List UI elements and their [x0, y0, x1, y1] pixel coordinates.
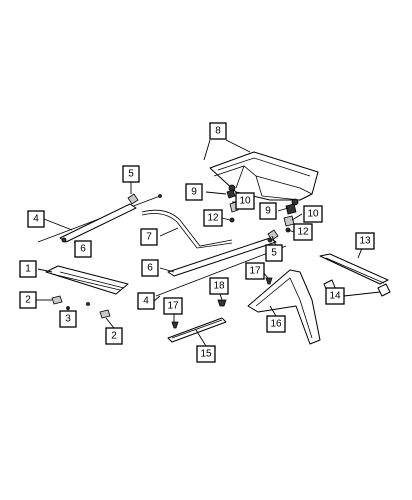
part-5-clip-upper [127, 193, 139, 205]
callout-4-lower-label: 4 [143, 296, 149, 307]
part-9-10-hardware-right [283, 203, 297, 233]
callout-3: 3 [59, 310, 77, 328]
callout-17-lower-label: 17 [167, 301, 179, 312]
callout-3-label: 3 [65, 314, 71, 325]
part-16-quarter-frame [247, 269, 321, 345]
callout-4-lower: 4 [137, 292, 155, 310]
callout-5-lower: 5 [265, 244, 283, 262]
callout-10-left-label: 10 [239, 196, 251, 207]
part-5-clip-lower [267, 229, 279, 241]
callout-9-left-label: 9 [191, 187, 197, 198]
callout-8-label: 8 [215, 126, 221, 137]
callout-12-right-label: 12 [297, 227, 309, 238]
part-2-clip-left [51, 295, 63, 305]
callout-6-upper: 6 [74, 240, 92, 258]
callout-9-right: 9 [259, 202, 277, 220]
callout-2-left: 2 [19, 291, 37, 309]
callout-14: 14 [325, 287, 345, 305]
callout-12-left-label: 12 [207, 213, 219, 224]
part-4-weatherstrip-lower [155, 245, 287, 297]
callout-2-right-label: 2 [111, 331, 117, 342]
callout-2-left-label: 2 [25, 295, 31, 306]
callout-1-label: 1 [25, 264, 31, 275]
callout-10-right: 10 [303, 205, 323, 223]
callout-2-right: 2 [105, 327, 123, 345]
callout-13-label: 13 [359, 236, 371, 247]
callout-6-lower: 6 [141, 259, 159, 277]
part-6-channel-lower [167, 237, 277, 277]
callout-17-lower: 17 [163, 297, 183, 315]
part-15-retainer-strip [167, 317, 227, 343]
callout-15-label: 15 [200, 349, 212, 360]
callout-5-lower-label: 5 [271, 248, 277, 259]
callout-9-right-label: 9 [265, 206, 271, 217]
callout-17-upper: 17 [245, 262, 265, 280]
callout-5-upper: 5 [122, 165, 140, 183]
callout-6-upper-label: 6 [80, 244, 86, 255]
callout-9-left: 9 [185, 183, 203, 201]
callout-10-left: 10 [235, 192, 255, 210]
part-6-channel-upper [59, 203, 137, 243]
callout-5-upper-label: 5 [128, 169, 134, 180]
part-17-screw-upper [265, 277, 273, 285]
callout-15: 15 [196, 345, 216, 363]
part-13-rear-seal [319, 253, 389, 285]
part-2-clip-right [99, 309, 111, 319]
callout-16-label: 16 [270, 319, 282, 330]
callout-12-left: 12 [203, 209, 223, 227]
part-3-screws [66, 302, 90, 310]
part-7-rail [141, 209, 233, 249]
callout-4-upper-label: 4 [33, 214, 39, 225]
callout-13: 13 [355, 232, 375, 250]
part-17-screw-lower [171, 321, 179, 329]
callout-1: 1 [19, 260, 37, 278]
callout-14-label: 14 [329, 291, 341, 302]
callout-18: 18 [209, 277, 229, 295]
part-8-top-frame [209, 151, 319, 206]
callout-12-right: 12 [293, 223, 313, 241]
callout-18-label: 18 [213, 281, 225, 292]
callout-10-right-label: 10 [307, 209, 319, 220]
callout-6-lower-label: 6 [147, 263, 153, 274]
callout-17-upper-label: 17 [249, 266, 261, 277]
callout-7: 7 [140, 228, 158, 246]
callout-7-label: 7 [146, 232, 152, 243]
callout-16: 16 [266, 315, 286, 333]
part-18-retainer [217, 299, 227, 307]
callout-4-upper: 4 [27, 210, 45, 228]
callout-8: 8 [209, 122, 227, 140]
part-1-header [45, 265, 129, 295]
